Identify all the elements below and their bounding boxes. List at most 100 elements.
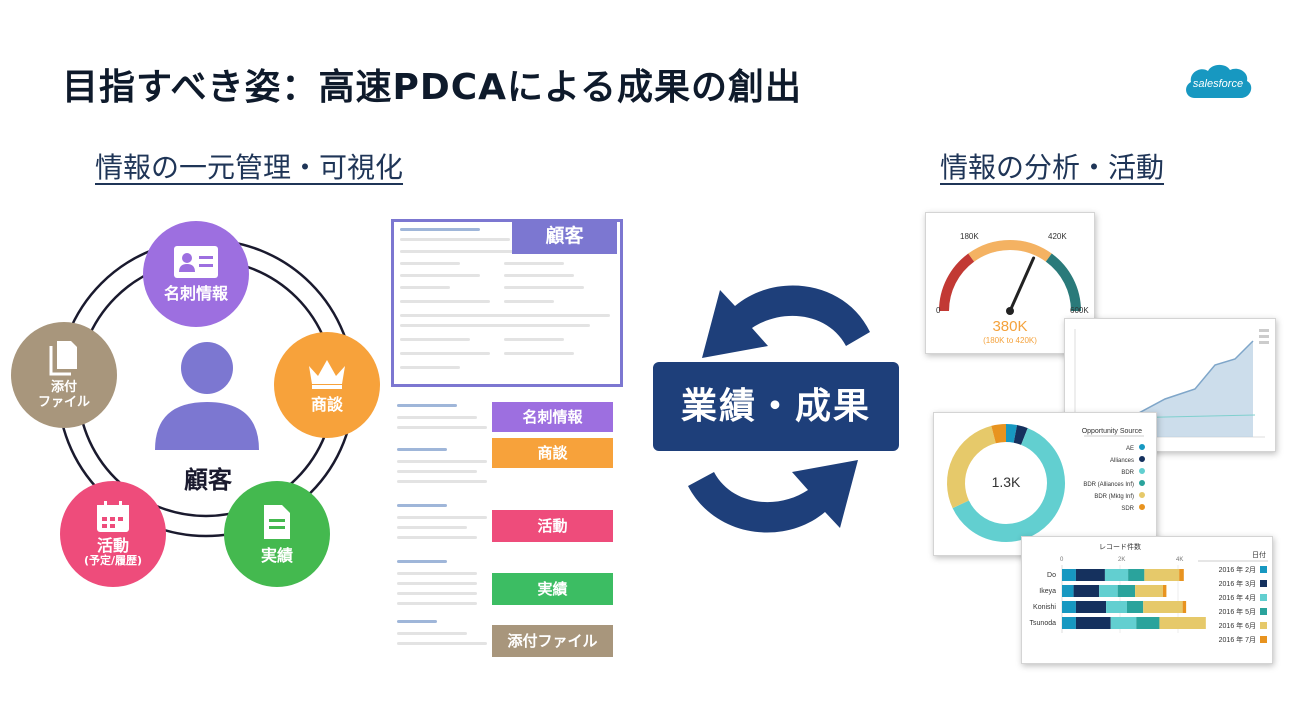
bar-legend-label: 2016 年 6月 — [1219, 621, 1256, 630]
bar-legend-label: 2016 年 2月 — [1219, 565, 1256, 574]
gauge-min-label: 0 — [936, 306, 941, 315]
record-tag-customer: 顧客 — [512, 219, 617, 254]
gauge-chart: 0 180K 420K 600K 380K (180K to 420K) — [936, 232, 1089, 345]
bar-legend-label: 2016 年 7月 — [1219, 635, 1256, 644]
hub-node-label: 実績 — [260, 546, 293, 565]
hub-node-label: 名刺情報 — [163, 284, 228, 303]
gauge-max-label: 600K — [1070, 306, 1089, 315]
record-tag-activity: 活動 — [492, 510, 613, 542]
bar-segment — [1126, 601, 1144, 613]
bar-segment — [1062, 585, 1074, 597]
bar-legend-swatch — [1260, 608, 1267, 615]
donut-legend-label: AE — [1126, 446, 1134, 452]
bar-segment — [1128, 569, 1145, 581]
bar-legend-label: 2016 年 4月 — [1219, 593, 1256, 602]
hub-node-deal[interactable]: 商談 — [274, 332, 380, 438]
bar-segment — [1110, 617, 1137, 629]
bar-legend-label: 2016 年 3月 — [1219, 579, 1256, 588]
bar-segment — [1073, 585, 1100, 597]
donut-legend-label: BDR (Alliances Inf) — [1083, 482, 1134, 488]
hub-node-label: 活動 — [96, 536, 129, 555]
hub-node-label: 商談 — [310, 395, 343, 414]
bar-row-label: Tsunoda — [1030, 620, 1057, 627]
calendar-icon — [97, 501, 129, 532]
donut-segment — [1013, 425, 1028, 445]
cycle-arrows-icon — [688, 285, 870, 533]
donut-legend-swatch — [1139, 480, 1145, 486]
bar-row-label: Do — [1047, 572, 1056, 579]
hub-node-result[interactable]: 実績 — [224, 481, 330, 587]
brand-name: salesforce — [1193, 78, 1243, 90]
hub-node-sublabel: (予定/履歴) — [83, 554, 143, 567]
bar-legend-swatch — [1260, 580, 1267, 587]
bar-legend-label: 2016 年 5月 — [1219, 607, 1256, 616]
donut-segment — [952, 428, 1065, 542]
bar-segment — [1162, 585, 1167, 597]
bar-axis-tick: 4K — [1176, 557, 1183, 563]
hub-node-activity[interactable]: 活動 (予定/履歴) — [60, 481, 166, 587]
donut-legend-label: Alliances — [1110, 458, 1134, 464]
donut-center-label: 1.3K — [992, 474, 1021, 490]
donut-legend-label: BDR (Mktg Inf) — [1094, 494, 1134, 500]
gauge-420-label: 420K — [1048, 232, 1067, 241]
donut-segment — [947, 425, 997, 509]
customer-label: 顧客 — [184, 466, 232, 494]
bar-segment — [1106, 601, 1127, 613]
bar-segment — [1062, 569, 1076, 581]
bar-segment — [1136, 617, 1160, 629]
donut-legend-swatch — [1139, 492, 1145, 498]
page-title: 目指すべき姿：高速PDCAによる成果の創出 — [62, 67, 802, 108]
record-tag-deal: 商談 — [492, 438, 613, 468]
customer-person-icon — [155, 342, 259, 450]
bar-segment — [1135, 585, 1163, 597]
donut-legend-title: Opportunity Source — [1082, 428, 1142, 435]
right-heading: 情報の分析・活動 — [940, 151, 1165, 184]
donut-legend-swatch — [1139, 456, 1145, 462]
crown-icon — [309, 360, 345, 389]
bar-legend-swatch — [1260, 622, 1267, 629]
record-tag-business-card: 名刺情報 — [492, 402, 613, 432]
bar-chart-title: レコード件数 — [1099, 542, 1141, 551]
hub-node-attachment[interactable]: 添付 ファイル — [11, 322, 117, 428]
files-icon — [49, 341, 77, 376]
record-tag-result: 実績 — [492, 573, 613, 605]
left-heading: 情報の一元管理・可視化 — [95, 151, 404, 184]
id-card-icon — [174, 246, 218, 278]
bar-segment — [1062, 601, 1076, 613]
salesforce-logo: salesforce — [1186, 64, 1252, 98]
bar-segment — [1143, 601, 1183, 613]
document-icon — [264, 505, 290, 539]
gauge-value-label: 380K — [992, 318, 1027, 335]
bar-segment — [1075, 569, 1105, 581]
gauge-180-label: 180K — [960, 232, 979, 241]
bar-segment — [1075, 617, 1111, 629]
donut-segment — [991, 424, 1007, 444]
bar-row-label: Ikeya — [1039, 588, 1056, 595]
bar-segment — [1179, 569, 1184, 581]
bar-segment — [1062, 617, 1076, 629]
hub-node-label2: ファイル — [37, 395, 90, 410]
hub-node-business-card[interactable]: 名刺情報 — [143, 221, 249, 327]
bar-segment — [1182, 601, 1187, 613]
bar-segment — [1144, 569, 1180, 581]
donut-segment — [1005, 424, 1018, 443]
donut-legend-label: BDR — [1121, 470, 1134, 476]
record-tag-attachment: 添付ファイル — [492, 625, 613, 657]
bar-segment — [1099, 585, 1118, 597]
gauge-range-label: (180K to 420K) — [983, 336, 1037, 345]
bar-legend-swatch — [1260, 566, 1267, 573]
bar-axis-tick: 2K — [1118, 557, 1125, 563]
bar-row-label: Konishi — [1033, 604, 1056, 611]
bar-segment — [1159, 617, 1206, 629]
bar-segment — [1104, 569, 1129, 581]
hub-node-label: 添付 — [50, 380, 77, 395]
donut-legend-swatch — [1139, 444, 1145, 450]
bar-legend-title: 日付 — [1252, 550, 1266, 559]
bar-segment — [1075, 601, 1107, 613]
donut-legend-swatch — [1139, 468, 1145, 474]
donut-legend-swatch — [1139, 504, 1145, 510]
